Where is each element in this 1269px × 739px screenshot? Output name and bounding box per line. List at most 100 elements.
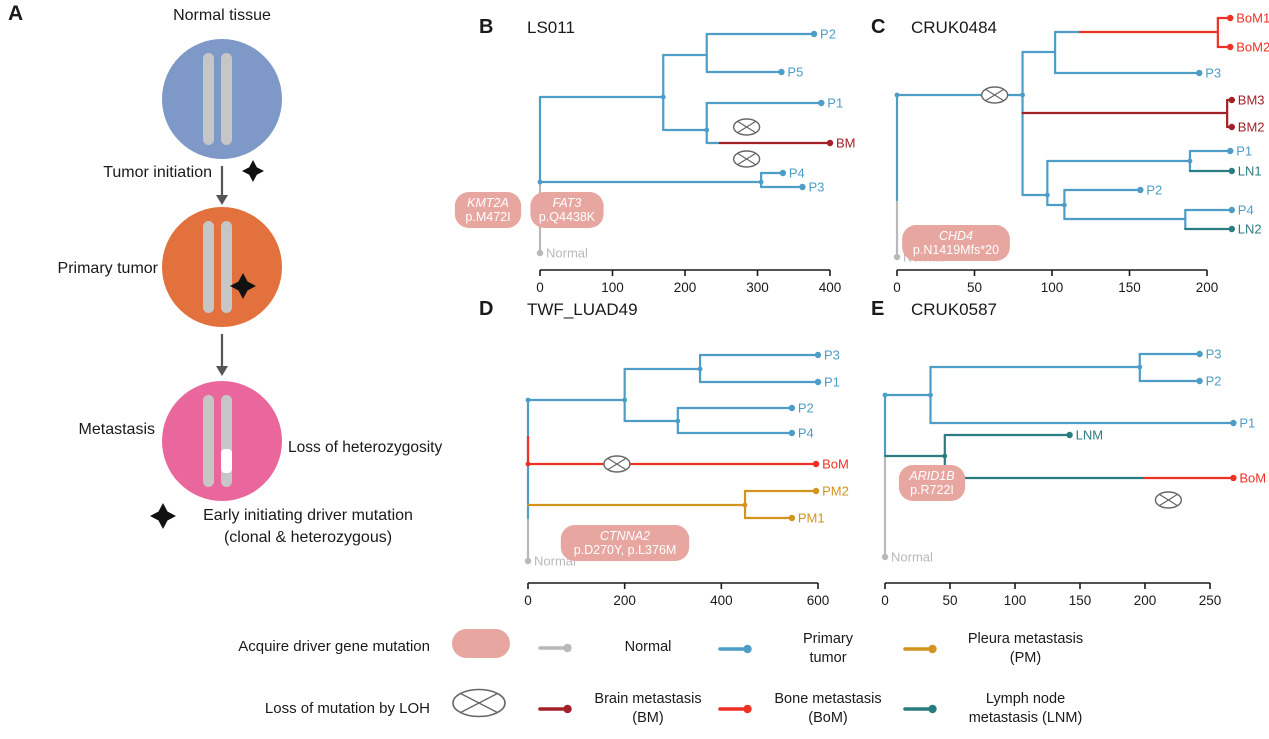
x-axis-tick-label: 150 (1069, 593, 1092, 608)
tree-tip-dot-BM (826, 139, 834, 147)
tree-tip-dot-PM2 (812, 487, 820, 495)
legend-marker-pleura-metastasis (903, 644, 937, 654)
legend-entry-bone-metastasis: Bone metastasis (BoM) (718, 690, 893, 728)
normal-tissue-label: Normal tissue (173, 7, 271, 24)
x-axis-tick-label: 0 (893, 280, 901, 295)
legend-label-line: Brain metastasis (594, 691, 702, 707)
tree-tip-dot-P3 (1196, 350, 1203, 358)
tree-node-dot (742, 502, 748, 508)
chromosome-icon (203, 221, 214, 313)
legend-marker-dot (563, 643, 572, 652)
legend-marker-dot (928, 644, 937, 654)
tree-node-dot (704, 127, 710, 133)
tree-node-dot (1137, 364, 1143, 370)
loh-legend-label: Loss of mutation by LOH (264, 700, 430, 717)
tree-tip-label-LN2: LN2 (1238, 222, 1262, 237)
tree-tip-label-BM: BM (836, 136, 856, 151)
x-axis-tick-label: 200 (674, 280, 697, 295)
panel-letter-C: C (871, 16, 885, 38)
down-arrow-head (216, 366, 228, 376)
chromosome-icon (221, 53, 232, 145)
legend-label-line: (BoM) (808, 710, 848, 726)
tree-tip-label-BM2: BM2 (1238, 120, 1265, 135)
tree-node-dot (525, 461, 531, 467)
panel-title-B: LS011 (527, 18, 575, 37)
tree-tip-label-P1: P1 (1239, 416, 1255, 431)
loss-of-heterozygosity-label: Loss of heterozygosity (288, 439, 443, 456)
panel-title-E: CRUK0587 (911, 300, 997, 319)
loh-cross-line (737, 152, 757, 166)
legend-label-line: Primary (803, 631, 853, 647)
tree-tip-dot-Normal (893, 253, 901, 261)
legend-label-line: Bone metastasis (774, 691, 882, 707)
legend-marker-dot (928, 704, 937, 714)
loh-marker-icon (732, 118, 761, 136)
tree-tip-label-P1: P1 (827, 96, 843, 111)
tree-tip-label-P2: P2 (798, 401, 814, 416)
tree-node-dot (697, 366, 703, 372)
tree-tip-label-BoM1: BoM1 (1236, 11, 1269, 26)
tree-tip-dot-P2 (810, 30, 818, 38)
legend-label-line: Normal (624, 639, 672, 655)
mutation-box-rect (902, 225, 1010, 261)
tree-tip-label-P5: P5 (787, 65, 803, 80)
tree-tip-label-P4: P4 (798, 426, 814, 441)
x-axis-tick-label: 0 (536, 280, 544, 295)
mutation-protein-text: p.D270Y, p.L376M (574, 543, 677, 557)
x-axis-tick-label: 100 (1041, 280, 1064, 295)
panel-a-letter: A (8, 2, 24, 25)
tree-tip-label-P2: P2 (820, 27, 836, 42)
tree-node-dot (894, 92, 900, 98)
legend-entry-pleura-metastasis: Pleura metastasis (PM) (903, 630, 1103, 668)
tree-tip-label-P4: P4 (789, 166, 805, 181)
mutation-gene-text: KMT2A (467, 196, 509, 210)
tree-node-dot (758, 179, 764, 185)
tree-tip-dot-P4 (1228, 206, 1235, 214)
loh-marker-icon (732, 150, 761, 168)
legend-label-brain-metastasis: Brain metastasis (BM) (583, 690, 713, 728)
loh-cross-line (1158, 493, 1178, 507)
tree-tip-dot-LN1 (1228, 167, 1235, 175)
legend-marker-dot (743, 704, 752, 714)
tree-node-dot (1044, 192, 1050, 198)
legend-marker-brain-metastasis (538, 704, 572, 714)
x-axis-tick-label: 0 (524, 593, 532, 608)
x-axis-tick-label: 600 (807, 593, 830, 608)
legend-entry-primary-tumor: Primary tumor (718, 630, 893, 668)
tree-tip-label-P3: P3 (824, 348, 840, 363)
tree-node-dot (537, 179, 543, 185)
chromosome-icon (203, 395, 214, 487)
legend-entry-lymph-node-metastasis: Lymph node metastasis (LNM) (903, 690, 1103, 728)
early-driver-star-icon (150, 503, 176, 529)
early-driver-line1: Early initiating driver mutation (203, 507, 413, 524)
tree-tip-dot-BM2 (1228, 123, 1235, 131)
tree-tip-dot-BoM1 (1227, 14, 1234, 22)
legend-label-bone-metastasis: Bone metastasis (BoM) (763, 690, 893, 728)
panel-letter-D: D (479, 298, 493, 320)
tree-tip-dot-Normal (524, 557, 532, 565)
tree-tip-dot-P4 (779, 169, 787, 177)
x-axis-tick-label: 250 (1199, 593, 1222, 608)
mutation-box-rect (454, 192, 522, 228)
acquire-driver-label: Acquire driver gene mutation (238, 638, 430, 655)
x-axis-tick-label: 50 (942, 593, 957, 608)
tree-tip-label-Normal: Normal (891, 550, 933, 565)
x-axis-tick-label: 200 (1196, 280, 1219, 295)
tree-tip-dot-P3 (1196, 69, 1203, 77)
mutation-protein-text: p.M472I (465, 210, 510, 224)
legend-label-line: (BM) (632, 710, 664, 726)
tree-tip-label-LNM: LNM (1076, 428, 1103, 443)
legend-marker-bone-metastasis (718, 704, 752, 714)
panel-title-D: TWF_LUAD49 (527, 300, 638, 319)
chromosome-icon (203, 53, 214, 145)
panel-title-C: CRUK0484 (911, 18, 997, 37)
tumor-initiation-label: Tumor initiation (103, 164, 212, 181)
x-axis-tick-label: 300 (746, 280, 769, 295)
x-axis-tick-label: 150 (1118, 280, 1141, 295)
panel-letter-E: E (871, 298, 884, 320)
legend-label-normal: Normal (583, 638, 713, 657)
